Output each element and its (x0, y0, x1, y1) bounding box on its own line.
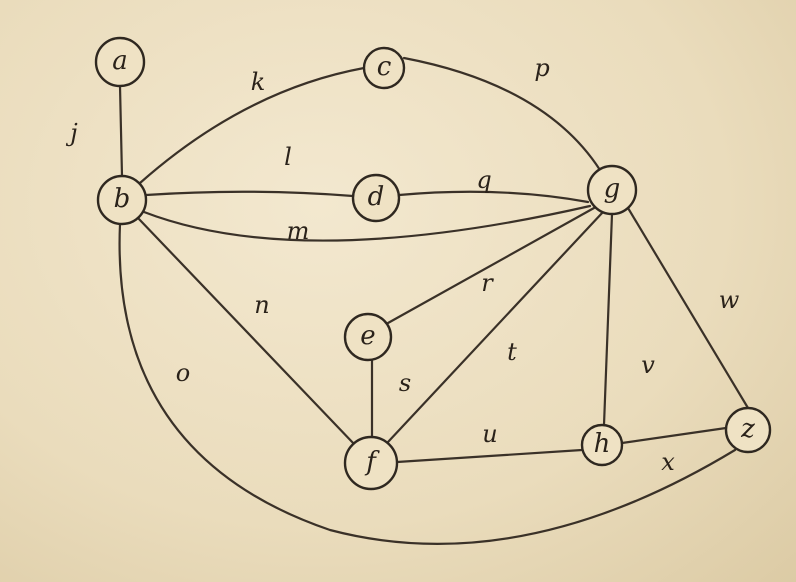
edge-f-g (386, 210, 605, 444)
node-circle-h (580, 423, 624, 467)
node-label-b: b (114, 184, 131, 214)
node-z: z (724, 406, 772, 454)
edge-f-h (395, 448, 584, 464)
edge-labels-layer: j k l m n o p q r s t u v w x (65, 54, 739, 476)
node-label-h: h (594, 429, 611, 459)
edge-label-r: r (481, 269, 494, 297)
edge-e-g (386, 206, 596, 325)
node-circle-b (96, 174, 148, 226)
node-label-z: z (740, 414, 755, 444)
edge-b-f (136, 216, 357, 447)
node-e: e (343, 312, 393, 362)
edge-label-p: p (534, 54, 549, 82)
node-circle-a (94, 36, 146, 88)
edge-label-v: v (641, 351, 655, 379)
node-label-c: c (377, 52, 392, 82)
edge-label-o: o (176, 359, 190, 387)
node-a: a (94, 36, 146, 88)
node-circle-g (586, 164, 638, 216)
edge-label-u: u (482, 420, 497, 448)
edge-b-g (142, 204, 592, 242)
edge-b-d (144, 190, 355, 198)
node-b: b (96, 174, 148, 226)
node-d: d (351, 173, 401, 223)
node-f: f (343, 435, 399, 491)
node-circle-z (724, 406, 772, 454)
nodes-layer: a b c d e f g h z (94, 36, 772, 491)
node-label-e: e (360, 321, 375, 351)
edge-g-z (626, 206, 750, 410)
edge-b-c (138, 66, 366, 185)
edge-d-g (397, 190, 590, 204)
edge-label-l: l (284, 143, 292, 171)
edge-h-z (620, 426, 728, 445)
edge-label-x: x (661, 448, 675, 476)
node-circle-d (351, 173, 401, 223)
edge-b-z (118, 222, 737, 545)
node-g: g (586, 164, 638, 216)
edge-label-m: m (287, 217, 310, 245)
edges-layer (118, 56, 750, 545)
edge-g-h (602, 212, 614, 427)
node-label-d: d (368, 182, 385, 212)
edge-label-j: j (65, 119, 78, 147)
node-h: h (580, 423, 624, 467)
node-label-g: g (604, 174, 621, 204)
edge-label-q: q (476, 166, 491, 194)
node-c: c (362, 46, 406, 90)
edge-c-g (402, 56, 602, 172)
edge-label-k: k (251, 68, 266, 96)
node-circle-e (343, 312, 393, 362)
node-label-a: a (112, 46, 128, 76)
edge-label-w: w (719, 286, 740, 314)
edge-label-t: t (507, 338, 517, 366)
edge-a-b (118, 84, 124, 178)
edge-label-s: s (399, 369, 411, 397)
node-circle-f (343, 435, 399, 491)
node-circle-c (362, 46, 406, 90)
edge-label-n: n (254, 291, 269, 319)
